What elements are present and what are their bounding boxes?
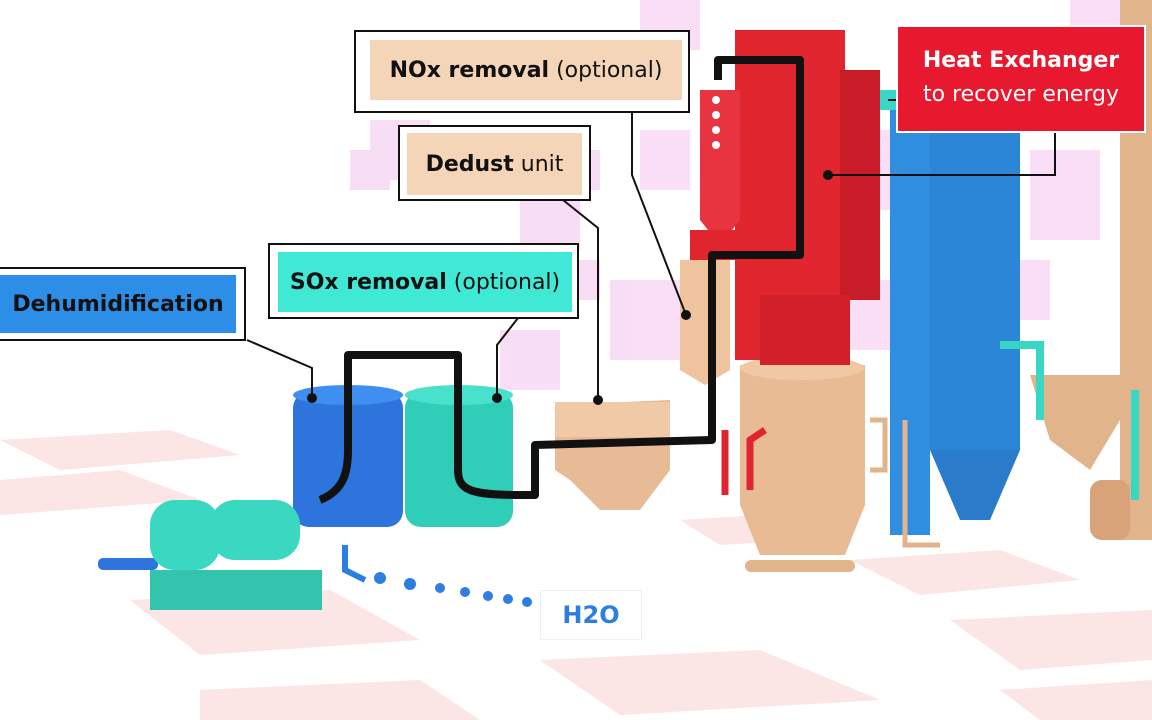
nox-label-optional: (optional): [556, 57, 663, 83]
boiler-hopper: [680, 260, 865, 572]
sox-label-optional: (optional): [453, 269, 561, 295]
dehumidification-label: Dehumidification: [0, 275, 236, 333]
cyclone: [870, 90, 1139, 548]
nox-label-bold: NOx removal: [389, 57, 550, 83]
water-drops: [342, 545, 532, 607]
heat-exchanger-label: Heat Exchanger to recover energy: [898, 27, 1144, 131]
dedust-label-bold: Dedust: [425, 151, 514, 177]
dedust-unit: [555, 400, 670, 510]
flue-pipe: [318, 56, 804, 504]
dedust-label-unit: unit: [520, 151, 564, 177]
sox-label-bold: SOx removal: [289, 269, 447, 295]
dehumidification-label-bold: Dehumidification: [12, 291, 224, 317]
pump: [98, 500, 322, 610]
nox-removal-label: NOx removal(optional): [370, 40, 682, 100]
sox-removal-label: SOx removal(optional): [278, 252, 572, 312]
leader-dots: [307, 170, 833, 405]
heat-exchanger-subtitle: to recover energy: [923, 82, 1119, 107]
h2o-label: H2O: [540, 590, 642, 640]
heat-exchanger-title: Heat Exchanger: [922, 48, 1120, 73]
